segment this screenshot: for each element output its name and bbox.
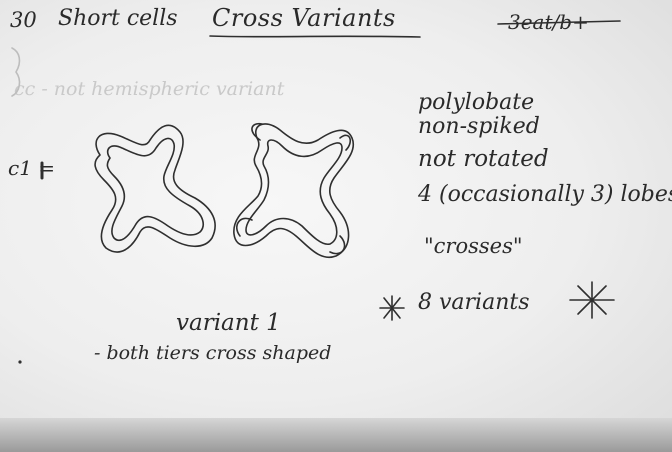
asterisk-left xyxy=(380,296,404,320)
strikethrough-line xyxy=(498,21,620,24)
asterisk-right xyxy=(570,282,614,318)
title-underline xyxy=(210,36,420,37)
cross-cell-left-inner xyxy=(107,138,203,240)
